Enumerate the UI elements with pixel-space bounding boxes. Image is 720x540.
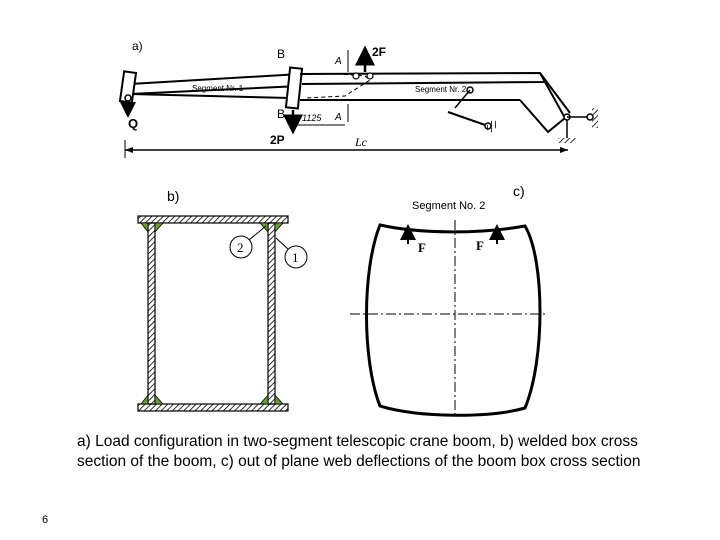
weld-bottom-right-outer <box>274 393 284 405</box>
section-a-bottom-label: A <box>334 112 342 123</box>
panel-c-web-deflection: Segment No. 2 c) F F <box>350 183 548 418</box>
force-f-left-label: F <box>418 240 426 255</box>
segment-2-upper-chord <box>299 71 547 85</box>
segment-1-lower-chord <box>129 93 291 99</box>
callout-2-leader <box>248 225 267 241</box>
weld-top-left-inner <box>154 222 164 234</box>
panel-b-label: b) <box>167 188 179 204</box>
panel-a-crane-boom: a) Q Segment Nr. 1 B B Segment Nr. 2 A A… <box>118 39 598 158</box>
callout-1-leader <box>275 237 289 250</box>
load-q-label: Q <box>128 116 138 131</box>
left-web <box>147 222 156 405</box>
figure-caption: a) Load configuration in two-segment tel… <box>77 433 641 470</box>
callout-2-label: 2 <box>237 240 244 255</box>
callout-1-circle <box>284 245 308 269</box>
cylinder-link <box>447 111 489 127</box>
cylinder-rod <box>454 89 471 109</box>
panel-a-label: a) <box>132 39 143 53</box>
telescopic-joint-block <box>284 66 304 110</box>
weld-bottom-right-inner <box>259 393 269 405</box>
weld-bottom-left-outer <box>140 393 149 405</box>
dim-1125-label: 1125 <box>302 113 322 123</box>
weld-top-right-outer <box>274 222 284 234</box>
force-2p-label: 2P <box>270 133 285 147</box>
boom-tip-brace <box>539 72 571 114</box>
right-web <box>267 222 276 405</box>
boom-root-block <box>118 70 138 104</box>
force-2f-label: 2F <box>372 45 386 59</box>
weld-top-left-outer <box>140 222 149 234</box>
section-b-top-label: B <box>277 47 285 61</box>
weld-bottom-left-inner <box>154 393 164 405</box>
length-label: Lc <box>354 135 368 149</box>
cylinder-ground <box>484 118 500 134</box>
page-number: 6 <box>42 514 49 526</box>
wall-support <box>592 108 598 128</box>
force-f-right-label: F <box>476 238 484 253</box>
length-dim-arrow-right <box>560 147 568 153</box>
pin-support-ground <box>558 138 576 143</box>
length-dim-arrow-left <box>125 147 133 153</box>
panel-c-title: Segment No. 2 <box>412 200 485 212</box>
overlap-dashed <box>302 73 371 99</box>
segment-1-label: Segment Nr. 1 <box>192 84 244 93</box>
bottom-flange <box>137 403 289 412</box>
segment-2-label: Segment Nr. 2 <box>415 85 467 94</box>
section-b-bottom-label: B <box>277 107 285 121</box>
slide-roller-1 <box>352 72 360 80</box>
top-flange <box>137 215 289 224</box>
panel-c-label: c) <box>513 183 525 199</box>
callout-2-circle <box>229 235 253 259</box>
section-a-top-label: A <box>334 56 342 67</box>
boom-tip-frame <box>519 81 567 134</box>
deformed-box-outline <box>365 223 542 417</box>
slide-roller-2 <box>366 72 374 80</box>
root-pin <box>124 94 132 102</box>
panel-b-box-section: b) 2 1 <box>137 188 308 412</box>
callout-1-label: 1 <box>292 250 299 265</box>
